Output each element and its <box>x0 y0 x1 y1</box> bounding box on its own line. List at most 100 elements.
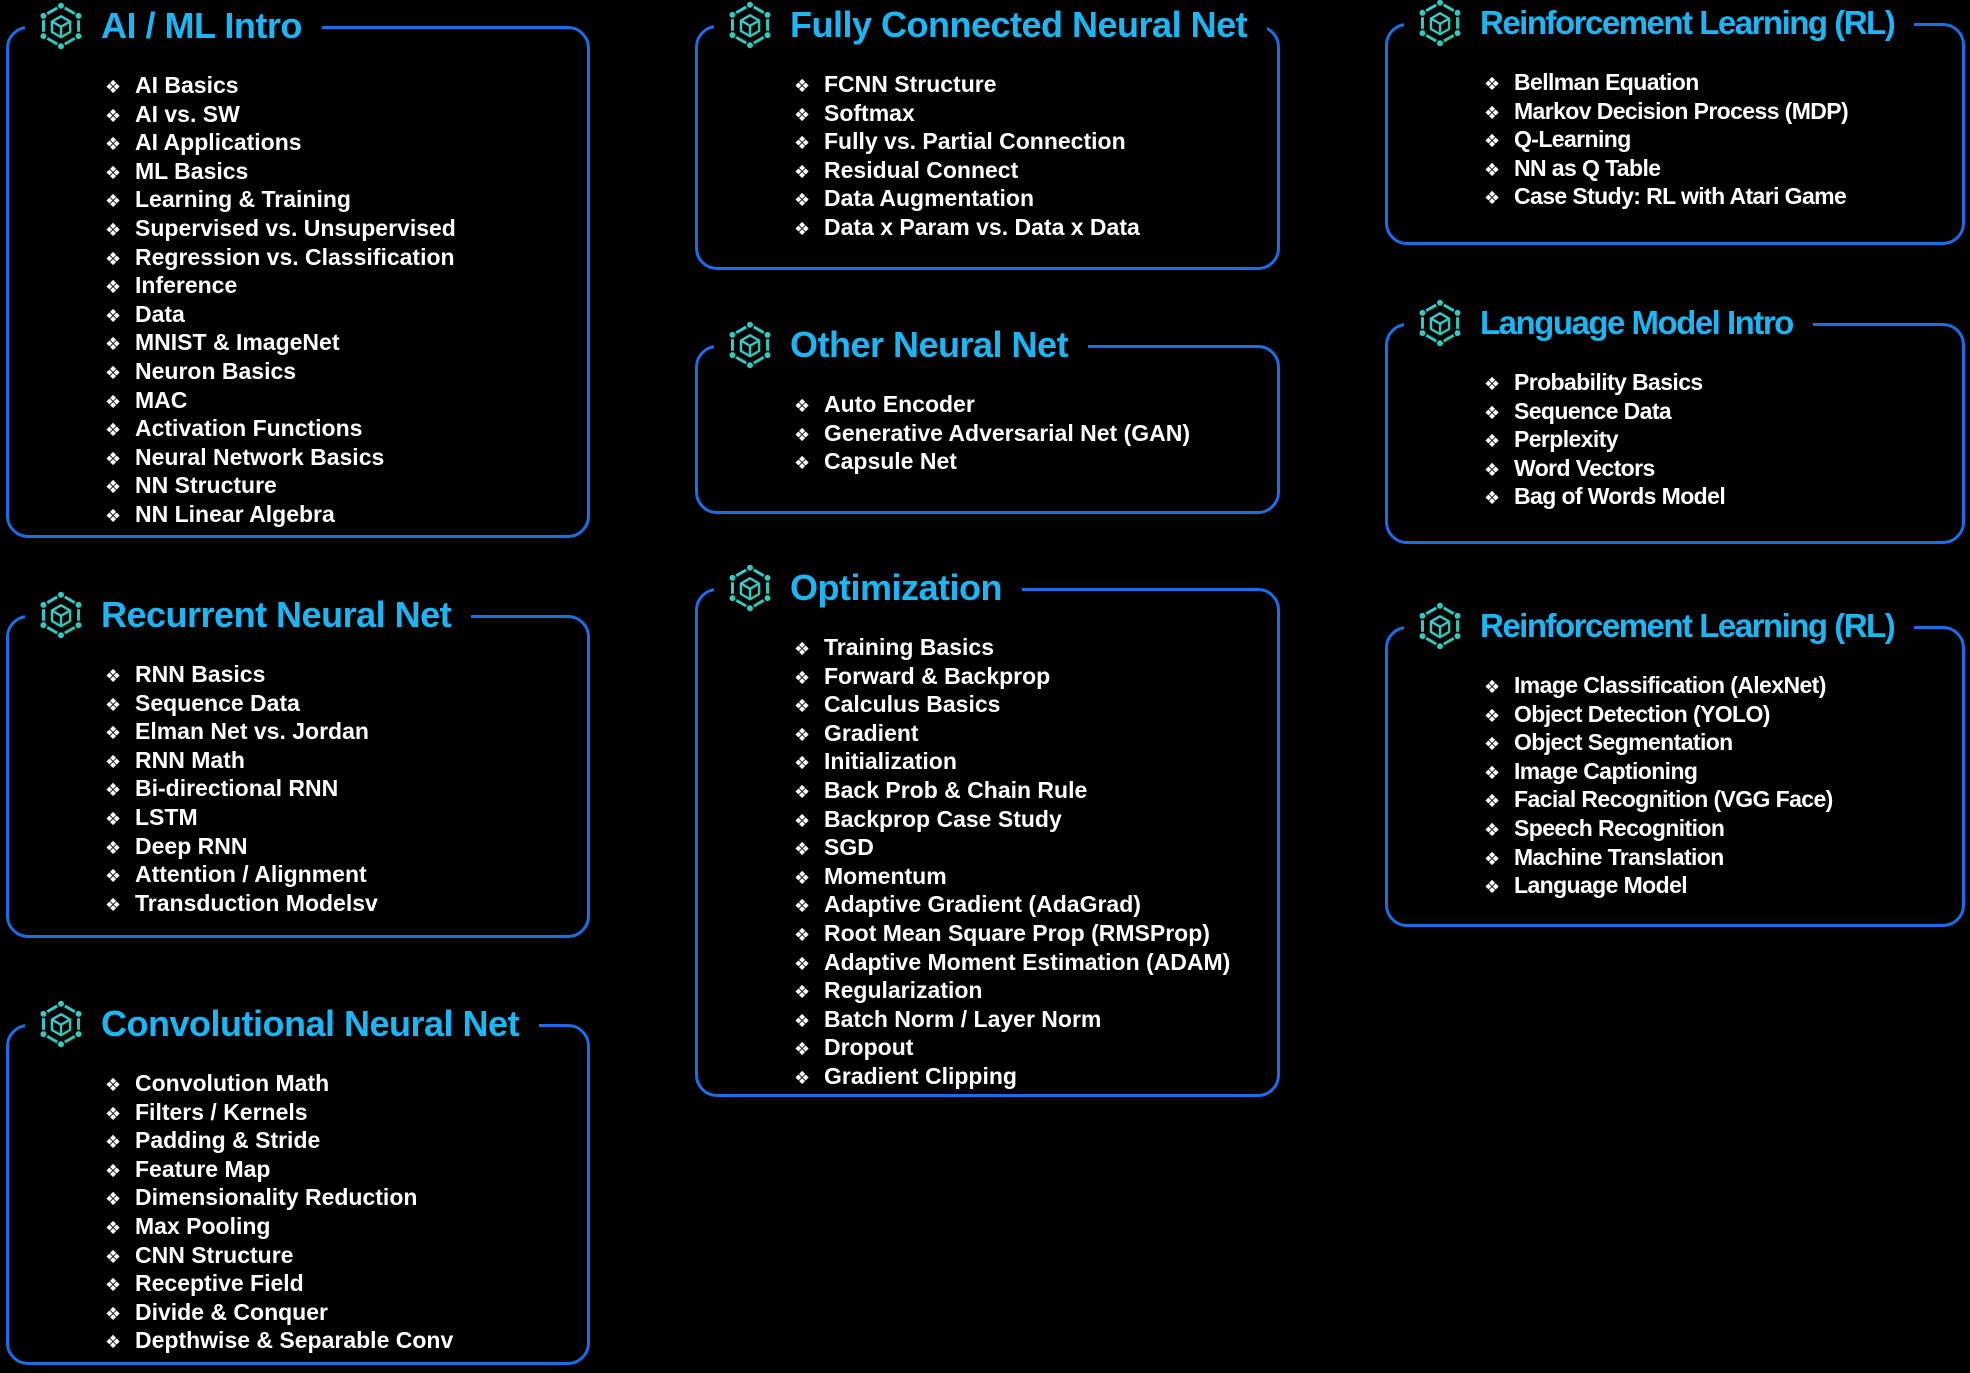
list-item-text: Bellman Equation <box>1514 69 1699 95</box>
list-item: ❖Bag of Words Model <box>1484 483 1962 512</box>
card-title-text: Fully Connected Neural Net <box>790 4 1248 45</box>
list-item-text: Inference <box>135 272 238 299</box>
diamond-bullet-icon: ❖ <box>105 666 122 686</box>
diamond-bullet-icon: ❖ <box>105 505 122 526</box>
list-item-text: Elman Net vs. Jordan <box>135 718 369 745</box>
diamond-bullet-icon: ❖ <box>794 753 811 774</box>
diamond-bullet-icon: ❖ <box>105 694 122 715</box>
list-item-text: Forward & Backprop <box>824 662 1051 689</box>
diamond-bullet-icon: ❖ <box>1484 188 1500 209</box>
diamond-bullet-icon: ❖ <box>105 1217 122 1238</box>
diamond-bullet-icon: ❖ <box>794 104 811 125</box>
list-item-text: Sequence Data <box>1514 397 1672 424</box>
hexagon-node-cube-icon <box>38 2 84 50</box>
diamond-bullet-icon: ❖ <box>105 277 122 298</box>
list-item-text: Object Segmentation <box>1514 729 1733 756</box>
list-item: ❖Capsule Net <box>794 448 1277 477</box>
list-item-text: AI vs. SW <box>135 100 240 127</box>
list-item: ❖AI Applications <box>105 129 587 158</box>
diamond-bullet-icon: ❖ <box>105 362 122 383</box>
list-item: ❖Data Augmentation <box>794 185 1277 214</box>
diamond-bullet-icon: ❖ <box>794 924 811 945</box>
card-title: Optimization <box>790 567 1003 609</box>
hexagon-node-cube-icon <box>727 321 773 369</box>
list-item: ❖Case Study: RL with Atari Game <box>1484 183 1962 212</box>
topic-list: ❖Probability Basics ❖Sequence Data ❖Perp… <box>1388 326 1962 512</box>
topic-list: ❖AI Basics ❖AI vs. SW ❖AI Applications ❖… <box>9 29 587 530</box>
list-item-text: Data x Param vs. Data x Data <box>824 213 1140 240</box>
list-item: ❖Facial Recognition (VGG Face) <box>1484 786 1962 815</box>
list-item: ❖Perplexity <box>1484 426 1962 455</box>
list-item: ❖NN as Q Table <box>1484 155 1962 184</box>
diamond-bullet-icon: ❖ <box>794 1067 811 1088</box>
card-header: Reinforcement Learning (RL) <box>1404 0 1915 47</box>
diamond-bullet-icon: ❖ <box>794 424 811 445</box>
topic-list: ❖FCNN Structure ❖Softmax ❖Fully vs. Part… <box>698 28 1277 243</box>
list-item-text: AI Applications <box>135 129 302 156</box>
list-item-text: RNN Basics <box>135 661 266 687</box>
list-item-text: Sequence Data <box>135 689 300 716</box>
diamond-bullet-icon: ❖ <box>1484 877 1500 898</box>
list-item: ❖Residual Connect <box>794 157 1277 186</box>
list-item: ❖CNN Structure <box>105 1242 587 1271</box>
list-item-text: Machine Translation <box>1514 843 1724 870</box>
diamond-bullet-icon: ❖ <box>794 1039 811 1060</box>
list-item-text: Dropout <box>824 1034 914 1061</box>
diamond-bullet-icon: ❖ <box>794 396 811 416</box>
list-item: ❖Divide & Conquer <box>105 1299 587 1328</box>
topic-card: Recurrent Neural Net ❖RNN Basics ❖Sequen… <box>6 591 590 938</box>
list-item-text: NN as Q Table <box>1514 154 1661 181</box>
diamond-bullet-icon: ❖ <box>105 1160 122 1181</box>
diamond-bullet-icon: ❖ <box>794 810 811 831</box>
diamond-bullet-icon: ❖ <box>794 453 811 474</box>
list-item-text: Regression vs. Classification <box>135 243 455 270</box>
list-item-text: Receptive Field <box>135 1270 304 1297</box>
list-item-text: Adaptive Gradient (AdaGrad) <box>824 891 1141 918</box>
card-title-text: Convolutional Neural Net <box>101 1003 520 1044</box>
topic-card: Language Model Intro ❖Probability Basics… <box>1385 299 1965 544</box>
list-item-text: Back Prob & Chain Rule <box>824 776 1088 803</box>
diamond-bullet-icon: ❖ <box>1484 459 1500 480</box>
diamond-bullet-icon: ❖ <box>105 105 122 126</box>
list-item: ❖Neural Network Basics <box>105 444 587 473</box>
list-item: ❖ Forward & Backprop <box>794 663 1277 692</box>
list-item: ❖Convolution Math <box>105 1070 587 1099</box>
list-item: ❖Image Classification (AlexNet) <box>1484 672 1962 701</box>
diamond-bullet-icon: ❖ <box>1484 762 1500 783</box>
topic-list: ❖Training Basics ❖Forward & Backprop ❖Ca… <box>698 591 1277 1092</box>
diamond-bullet-icon: ❖ <box>105 723 122 744</box>
list-item: ❖Activation Functions <box>105 415 587 444</box>
list-item: ❖Data x Param vs. Data x Data <box>794 214 1277 243</box>
list-item-text: NN Linear Algebra <box>135 500 335 527</box>
list-item: ❖Max Pooling <box>105 1213 587 1242</box>
diamond-bullet-icon: ❖ <box>105 1132 122 1153</box>
list-item-text: Initialization <box>824 748 957 775</box>
list-item-text: Divide & Conquer <box>135 1298 328 1325</box>
list-item: ❖ML Basics <box>105 158 587 187</box>
list-item: ❖NN Structure <box>105 472 587 501</box>
list-item: ❖Deep RNN <box>105 833 587 862</box>
list-item-text: Generative Adversarial Net (GAN) <box>824 419 1191 446</box>
diamond-bullet-icon: ❖ <box>1484 431 1500 452</box>
list-item-text: Auto Encoder <box>824 391 975 417</box>
list-item-text: SGD <box>824 834 874 861</box>
list-item: ❖Gradient Clipping <box>794 1063 1277 1092</box>
list-item: ❖Depthwise & Separable Conv <box>105 1327 587 1356</box>
card-header: Optimization <box>714 564 1022 612</box>
card-header: Fully Connected Neural Net <box>714 1 1268 49</box>
list-item: ❖AI Basics <box>105 72 587 101</box>
diamond-bullet-icon: ❖ <box>105 334 122 355</box>
card-title-text: Reinforcement Learning (RL) <box>1480 4 1896 41</box>
card-title: Reinforcement Learning (RL) <box>1480 607 1896 645</box>
list-item: ❖ Generative Adversarial Net (GAN) <box>794 420 1277 449</box>
diamond-bullet-icon: ❖ <box>794 667 811 688</box>
list-item: ❖Receptive Field <box>105 1270 587 1299</box>
diamond-bullet-icon: ❖ <box>105 751 122 772</box>
topic-card: AI / ML Intro ❖AI Basics ❖AI vs. SW ❖AI … <box>6 2 590 538</box>
list-item: ❖ NN Linear Algebra <box>105 501 587 530</box>
diamond-bullet-icon: ❖ <box>1484 819 1500 840</box>
diamond-bullet-icon: ❖ <box>1484 677 1500 697</box>
list-item: ❖Attention / Alignment <box>105 861 587 890</box>
list-item: ❖Feature Map <box>105 1156 587 1185</box>
card-header: AI / ML Intro <box>25 2 322 50</box>
